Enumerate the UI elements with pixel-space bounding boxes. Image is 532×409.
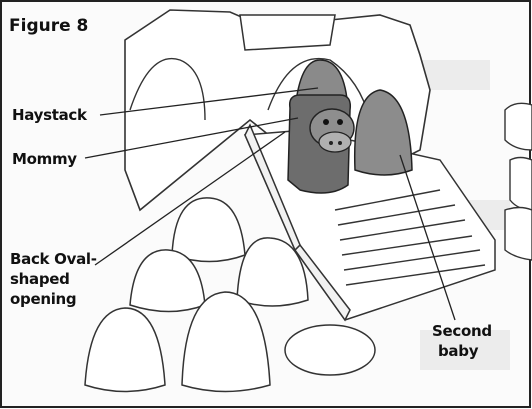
barn-window xyxy=(240,15,335,50)
label-mommy: Mommy xyxy=(12,150,77,168)
mommy-figure xyxy=(288,95,354,193)
label-second-baby-line2: baby xyxy=(438,342,478,360)
label-second-baby-line1: Second xyxy=(432,322,492,340)
label-haystack: Haystack xyxy=(12,106,87,124)
label-back-opening-line3: opening xyxy=(10,290,76,308)
label-back-opening-line2: shaped xyxy=(10,270,70,288)
label-back-opening-line1: Back Oval- xyxy=(10,250,97,268)
right-edge-figures xyxy=(505,103,532,260)
figure-title: Figure 8 xyxy=(9,16,88,36)
